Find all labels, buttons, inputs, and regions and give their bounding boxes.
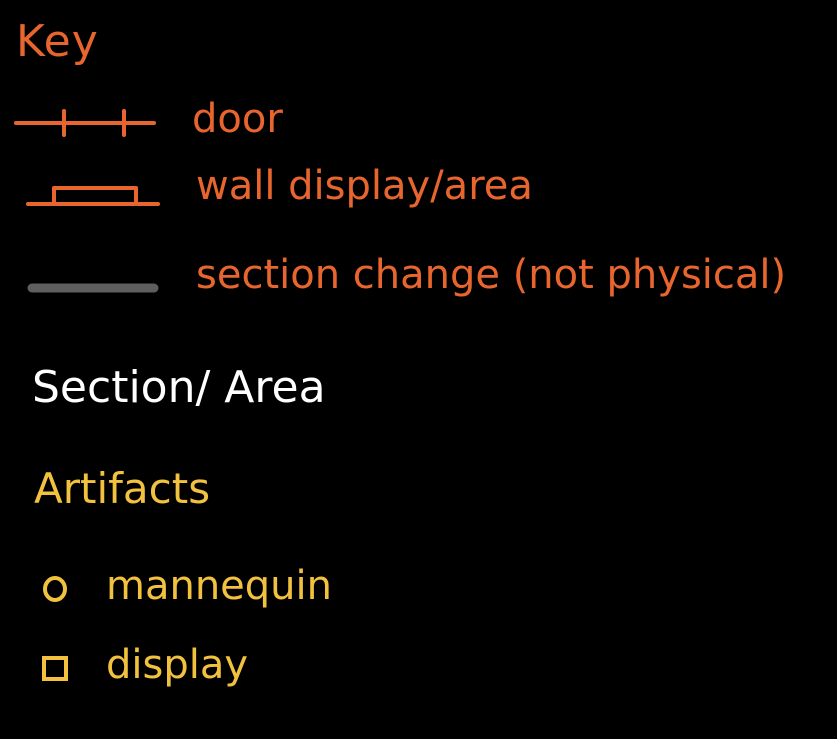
mannequin-label: mannequin (106, 563, 332, 609)
door-label: door (192, 96, 283, 142)
artifacts-title: Artifacts (34, 464, 211, 513)
section-area-label: Section/ Area (32, 362, 326, 413)
wall-display-label: wall display/area (196, 163, 533, 209)
section-change-label: section change (not physical) (196, 252, 787, 298)
door-icon (14, 109, 156, 137)
display-label: display (106, 642, 249, 688)
section-change-line-icon (27, 283, 159, 293)
square-icon (42, 656, 68, 681)
wall-display-icon (26, 186, 160, 206)
key-title: Key (16, 16, 99, 67)
circle-icon (43, 576, 67, 602)
